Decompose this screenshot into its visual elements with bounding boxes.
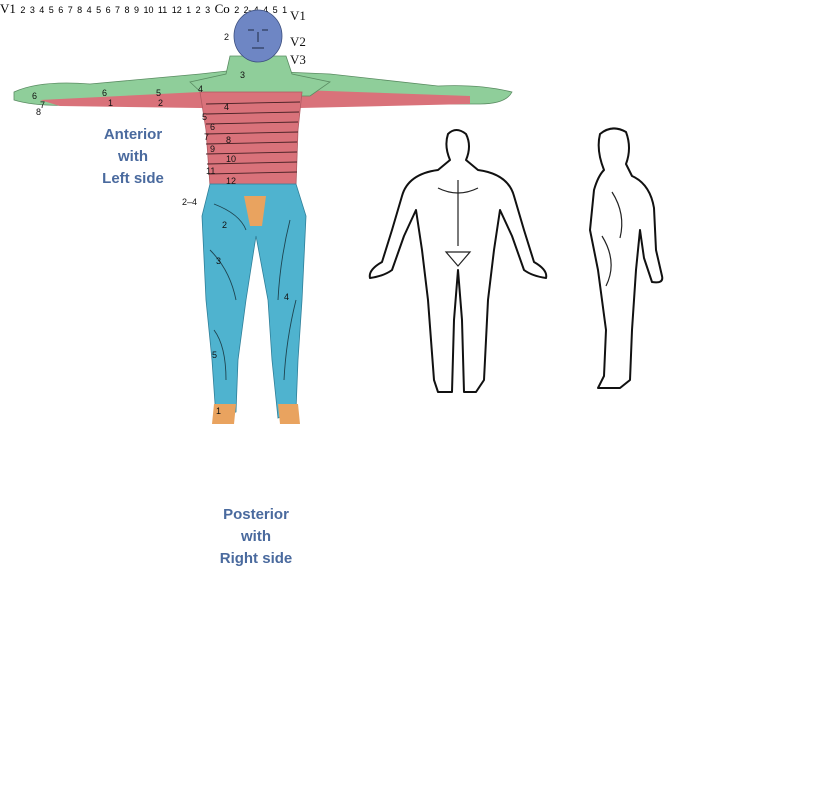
anterior-right-foot	[278, 404, 300, 424]
posterior-caption-line: Right side	[208, 548, 304, 570]
anterior-thoracic-label: 5	[202, 112, 207, 122]
anterior-lumbar-label: 1	[216, 406, 221, 416]
anterior-outline-front	[370, 130, 547, 392]
anterior-face-label-v1: V1	[290, 8, 306, 23]
anterior-cervical-label: 6	[32, 91, 37, 101]
anterior-cervical-label: 2	[158, 98, 163, 108]
anterior-cervical-label: 4	[198, 84, 203, 94]
anterior-cervical-label: 8	[36, 107, 41, 117]
anterior-lumbar-label: 5	[212, 350, 217, 360]
anterior-lumbar-label: 4	[284, 292, 289, 302]
posterior-caption: Posterior with Right side	[208, 504, 304, 570]
anterior-cervical-label: 6	[102, 88, 107, 98]
posterior-caption-line: with	[208, 526, 304, 548]
anterior-outline-side	[590, 128, 662, 388]
anterior-thoracic-label: 11	[206, 166, 215, 176]
anterior-caption-line: Anterior	[88, 124, 178, 146]
posterior-caption-line: Posterior	[208, 504, 304, 526]
anterior-lumbar-label: 2	[222, 220, 227, 230]
anterior-cervical-label: 5	[156, 88, 161, 98]
anterior-caption: Anterior with Left side	[88, 124, 178, 190]
anterior-thoracic-label: 12	[226, 176, 236, 186]
anterior-face-label-v3: V3	[290, 52, 306, 67]
anterior-thoracic-label: 4	[224, 102, 229, 112]
anterior-cervical-label: 3	[240, 70, 245, 80]
anterior-cervical-label: 1	[108, 98, 113, 108]
anterior-face-label-v2: V2	[290, 34, 306, 49]
anterior-caption-line: with	[88, 146, 178, 168]
anterior-lumbar-label: 2–4	[182, 197, 197, 207]
anterior-thoracic-label: 8	[226, 135, 231, 145]
anterior-thoracic-label: 10	[226, 154, 236, 164]
anterior-lumbar-label: 3	[216, 256, 221, 266]
anterior-thoracic-label: 6	[210, 122, 215, 132]
anterior-caption-line: Left side	[88, 168, 178, 190]
anterior-cervical-label: 2	[224, 32, 229, 42]
anterior-thoracic-label: 7	[204, 132, 209, 142]
anterior-thoracic-label: 9	[210, 144, 215, 154]
